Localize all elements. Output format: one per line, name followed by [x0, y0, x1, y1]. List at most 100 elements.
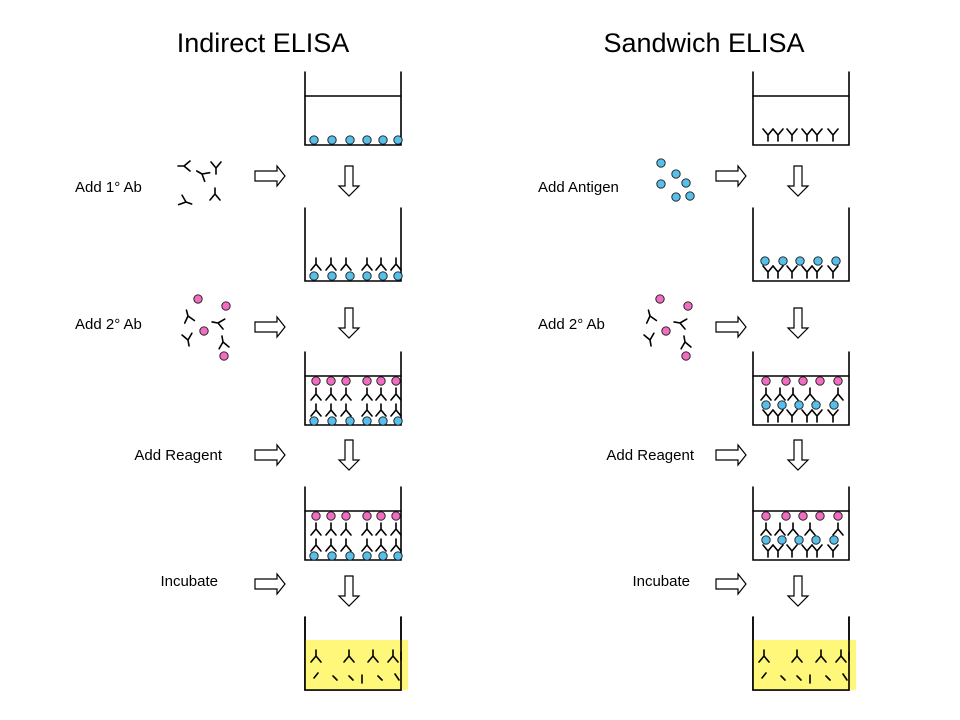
enzyme-label-icon	[798, 376, 808, 386]
capture-antibody-icon	[762, 409, 774, 423]
secondary-antibody-icon	[375, 522, 387, 536]
enzyme-label-icon	[815, 376, 825, 386]
antibody-icon	[835, 649, 847, 663]
secondary-antibody-icon	[680, 335, 692, 350]
primary-antibody-icon	[210, 161, 222, 175]
secondary-antibody-icon	[211, 318, 226, 330]
indirect-step-add-reagent: Add Reagent	[134, 447, 222, 464]
antigen-icon	[794, 400, 804, 410]
antibody-icon	[815, 649, 827, 663]
degraded-marks	[761, 651, 850, 684]
capture-antibody-icon	[811, 265, 823, 279]
capture-antibody-icon	[811, 409, 823, 423]
antigen-icon	[813, 256, 823, 266]
antibody-icon	[791, 649, 803, 663]
antigen-icon	[393, 271, 403, 281]
capture-antibody-icon	[827, 544, 839, 558]
capture-antibody-icon	[762, 128, 774, 142]
enzyme-label-icon	[326, 511, 336, 521]
enzyme-label-icon	[362, 511, 372, 521]
sandwich-process-arrow-2	[715, 315, 747, 339]
indirect-reagents	[177, 160, 222, 206]
indirect-well-antigen	[304, 71, 403, 146]
antigen-icon	[685, 191, 695, 201]
indirect-step-incubate: Incubate	[160, 573, 218, 590]
antigen-icon	[671, 192, 681, 202]
antigen-icon	[671, 169, 681, 179]
antigen-icon	[362, 416, 372, 426]
sandwich-well-capture	[752, 71, 850, 146]
enzyme-label-icon	[193, 294, 203, 304]
indirect-well-secondary	[304, 351, 403, 426]
secondary-antibody-icon	[390, 522, 402, 536]
primary-antibody-icon	[325, 538, 337, 552]
capture-antibody-icon	[786, 544, 798, 558]
secondary-antibody-icon	[310, 522, 322, 536]
antigen-icon	[309, 416, 319, 426]
indirect-elisa-panel: Indirect ELISA Add 1° Ab Add 2° Ab Add R…	[75, 28, 349, 590]
enzyme-label-icon	[376, 511, 386, 521]
capture-antibody-icon	[772, 128, 784, 142]
antigen-icon	[309, 271, 319, 281]
primary-antibody-icon	[390, 403, 402, 417]
enzyme-label-icon	[815, 511, 825, 521]
antigen-icon	[393, 551, 403, 561]
antigen-icon	[378, 416, 388, 426]
sandwich-secondary-reagents	[643, 294, 693, 361]
primary-antibody-icon	[375, 538, 387, 552]
primary-antibody-icon	[375, 403, 387, 417]
primary-antibody-icon	[310, 403, 322, 417]
sandwich-process-arrow-4	[715, 572, 747, 596]
primary-antibody-icon	[340, 403, 352, 417]
antigen-icon	[811, 400, 821, 410]
capture-antibody-icon	[772, 409, 784, 423]
primary-antibody-icon	[310, 257, 322, 271]
antigen-icon	[656, 179, 666, 189]
capture-antibody-icon	[786, 128, 798, 142]
capture-antibody-icon	[811, 544, 823, 558]
capture-antibody-icon	[827, 265, 839, 279]
antigen-icon	[829, 400, 839, 410]
antigen-icon	[393, 135, 403, 145]
indirect-process-arrow-2	[254, 315, 286, 339]
antigen-icon	[778, 256, 788, 266]
antigen-icon	[345, 135, 355, 145]
substrate-fill	[753, 640, 856, 690]
antigen-icon	[309, 551, 319, 561]
secondary-antibody-icon	[218, 335, 230, 350]
indirect-process-arrow-4	[254, 572, 286, 596]
enzyme-label-icon	[341, 376, 351, 386]
indirect-down-arrow-3	[337, 439, 361, 471]
secondary-antibody-icon	[361, 522, 373, 536]
secondary-antibody-icon	[673, 318, 688, 330]
antigen-icon	[327, 416, 337, 426]
primary-antibody-icon	[196, 170, 211, 183]
primary-antibody-icon	[375, 257, 387, 271]
enzyme-label-icon	[341, 511, 351, 521]
degraded-marks	[313, 651, 402, 684]
secondary-antibody-icon	[832, 522, 844, 536]
antigen-icon	[362, 135, 372, 145]
antigen-icon	[777, 535, 787, 545]
antigen-icon	[327, 551, 337, 561]
enzyme-label-icon	[391, 511, 401, 521]
secondary-antibody-icon	[340, 387, 352, 401]
indirect-title: Indirect ELISA	[177, 28, 350, 58]
enzyme-label-icon	[311, 511, 321, 521]
enzyme-label-icon	[761, 511, 771, 521]
enzyme-label-icon	[199, 326, 209, 336]
primary-antibody-icon	[361, 403, 373, 417]
sandwich-well-secondary	[752, 351, 850, 426]
indirect-down-arrow-2	[337, 307, 361, 339]
secondary-antibody-icon	[325, 387, 337, 401]
antigen-icon	[362, 271, 372, 281]
antigen-icon	[362, 551, 372, 561]
secondary-antibody-icon	[645, 309, 658, 324]
antibody-icon	[310, 649, 322, 663]
sandwich-process-arrow-1	[715, 164, 747, 188]
antigen-icon	[327, 135, 337, 145]
indirect-secondary-reagents	[181, 294, 231, 361]
sandwich-well-incubated	[752, 616, 856, 691]
secondary-antibody-icon	[787, 522, 799, 536]
